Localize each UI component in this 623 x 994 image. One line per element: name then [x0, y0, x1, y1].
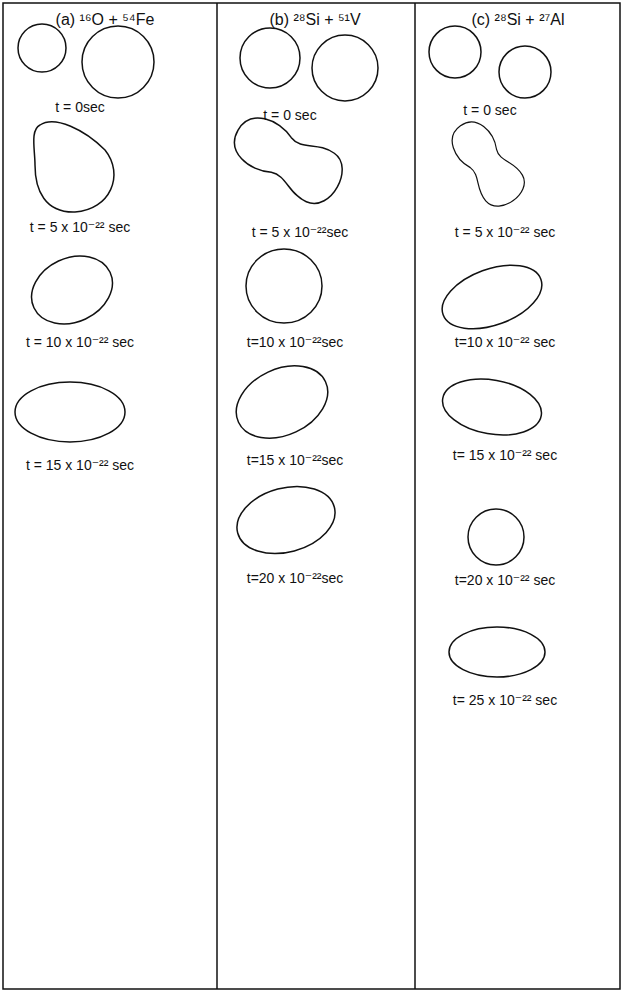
panel-divider: [414, 3, 416, 989]
nucleus-outline: [442, 113, 531, 214]
nucleus-outline: [468, 509, 524, 565]
time-label: t = 5 x 10⁻²²sec: [252, 224, 348, 240]
outer-frame: [3, 3, 620, 989]
nucleus-outline: [449, 627, 545, 677]
panel-divider: [216, 3, 218, 989]
time-label: t = 5 x 10⁻²² sec: [30, 219, 130, 235]
nucleus-outline: [438, 372, 546, 443]
panel-heading: (c) ²⁸Si + ²⁷Al: [472, 11, 565, 29]
time-label: t = 10 x 10⁻²² sec: [26, 334, 134, 350]
time-label: t = 5 x 10⁻²² sec: [455, 224, 555, 240]
nucleus-outline: [224, 106, 351, 212]
nucleus-outline: [499, 46, 551, 98]
time-label: t=10 x 10⁻²²sec: [247, 334, 344, 350]
panel-heading: (b) ²⁸Si + ⁵¹V: [269, 11, 360, 29]
nucleus-outline: [229, 476, 342, 564]
time-label: t= 25 x 10⁻²² sec: [453, 692, 557, 708]
nucleus-outline: [312, 35, 378, 101]
nucleus-outline: [246, 249, 322, 323]
nucleus-outline: [15, 382, 125, 442]
time-label: t = 0 sec: [463, 102, 516, 118]
time-label: t=20 x 10⁻²² sec: [455, 572, 555, 588]
nucleus-outline: [34, 122, 114, 212]
nucleus-outline: [225, 352, 340, 452]
panel-heading: (a) ¹⁶O + ⁵⁴Fe: [56, 11, 155, 29]
nucleus-outline: [240, 28, 300, 88]
time-label: t=10 x 10⁻²² sec: [455, 334, 555, 350]
time-label: t = 0 sec: [263, 107, 316, 123]
time-label: t=20 x 10⁻²²sec: [247, 570, 344, 586]
nucleus-outline: [429, 26, 481, 78]
nucleus-outline: [82, 26, 154, 98]
time-label: t = 0sec: [55, 99, 104, 115]
nucleus-outline: [434, 253, 551, 341]
nucleus-outline: [18, 24, 66, 72]
nucleus-outline: [20, 243, 123, 337]
time-label: t = 15 x 10⁻²² sec: [26, 457, 134, 473]
time-label: t=15 x 10⁻²²sec: [247, 452, 344, 468]
time-label: t= 15 x 10⁻²² sec: [453, 447, 557, 463]
